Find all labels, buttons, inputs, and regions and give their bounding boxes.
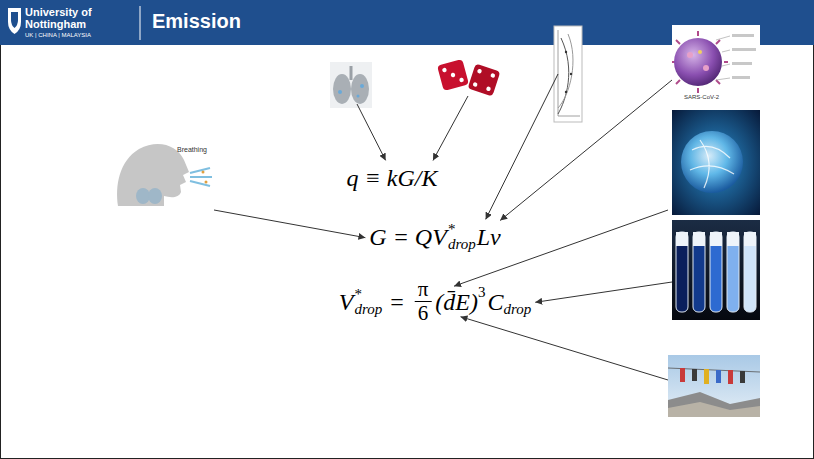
equation-term: 6 [418,302,429,325]
equation: V*drop=π6(d̄E)3Cdrop [339,278,532,325]
equation-term: drop [504,295,532,323]
virus-picture [672,25,760,105]
leader-arrow [486,74,558,219]
leader-arrow [460,317,668,380]
equation-term: q ≡ kG/K [347,164,438,192]
leader-arrow [500,80,672,220]
leader-arrow [433,96,468,160]
picture-caption: SARS-CoV-2 [684,94,719,100]
equation-term: π [415,278,432,302]
equation-term: Lv [477,223,501,251]
crest-icon [8,8,21,34]
script-pair: *drop [448,222,476,252]
equation-term: C [487,288,503,316]
equation-term: drop [448,237,476,252]
slide-title: Emission [152,10,241,32]
equation-term: * [354,287,362,302]
label-box: University of Nottingham [25,6,103,30]
equation-term: (d̄E) [435,288,478,316]
logo-text: University of Nottingham [25,6,92,30]
breathing-person [117,144,212,206]
profile-chart [554,26,582,122]
icon-caption: Breathing [177,146,207,153]
fraction: π6 [415,278,432,325]
equation: q ≡ kG/K [347,164,438,192]
leader-arrow [357,104,386,160]
leader-arrow [535,282,672,302]
equation: G = QV*dropLv [369,222,500,252]
script-pair: *drop [354,287,382,317]
dice-icon [437,59,500,96]
equation-term: V [339,288,354,316]
leader-arrow [454,210,668,286]
title-box: Emission [152,10,241,33]
equation-term: = [390,288,404,316]
equation-term: 3 [478,278,486,306]
cell-picture [672,110,760,215]
logo-subtext: UK | CHINA | MALAYSIA [25,32,91,38]
laundry-picture [668,355,760,417]
label-box: SARS-CoV-2 [684,94,719,101]
label-box: Breathing [177,146,207,154]
test-tubes-picture [672,220,760,320]
equation-term: G = QV [369,223,447,251]
equation-term: drop [354,302,382,317]
label-box: UK | CHINA | MALAYSIA [25,32,91,39]
leader-arrow [214,210,365,238]
crest-inner [11,12,18,28]
lungs-icon [330,62,372,108]
header-divider [140,6,141,40]
equation-term: * [448,222,456,237]
